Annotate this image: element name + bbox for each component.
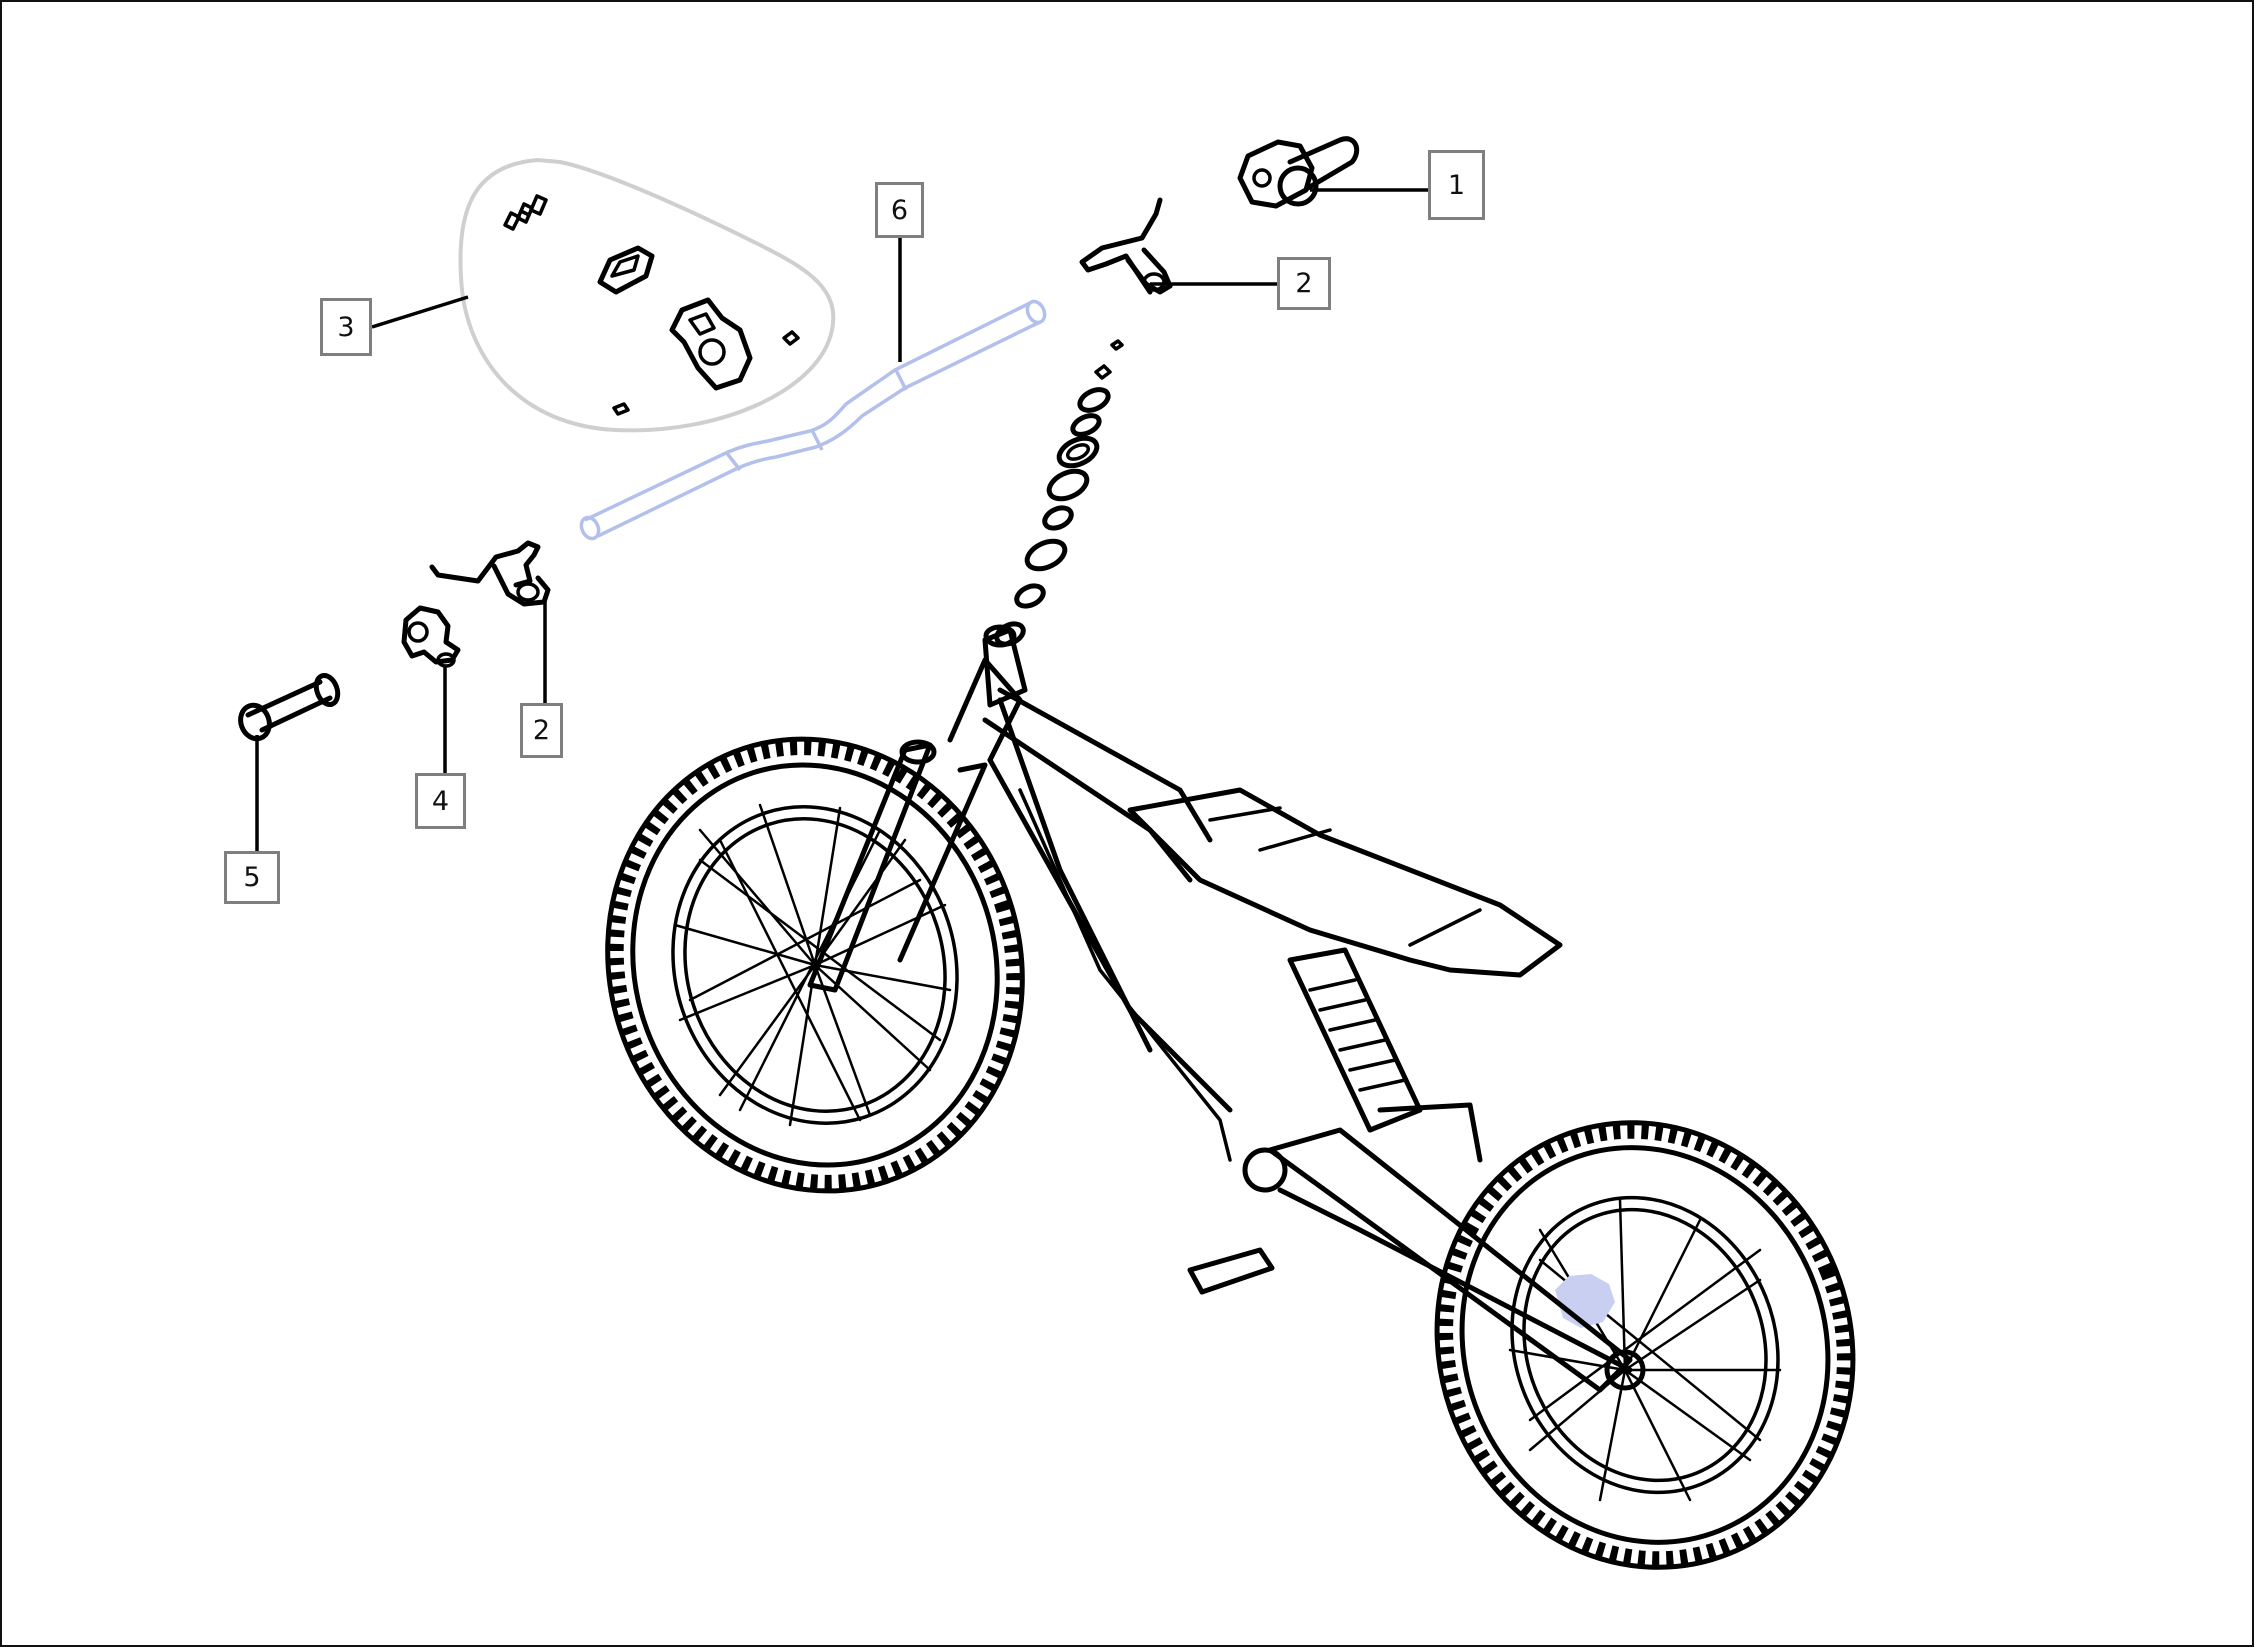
rear-hub-highlight (1555, 1274, 1615, 1328)
footpeg (1187, 1247, 1275, 1295)
kit-clamp-icon (597, 245, 655, 295)
leader-lines (255, 188, 1428, 851)
callout-6[interactable]: 6 (875, 182, 924, 238)
callout-4[interactable]: 4 (415, 773, 466, 829)
kit-stem-icon (669, 297, 753, 391)
callout-2-right[interactable]: 2 (1277, 257, 1331, 310)
headset-stack-drawing (994, 339, 1124, 647)
callout-2-left[interactable]: 2 (520, 703, 563, 758)
callout-5[interactable]: 5 (224, 851, 280, 904)
hardware-kit-group (458, 157, 836, 433)
throttle-grip-drawing (1237, 136, 1360, 209)
kit-washer-icon (612, 402, 630, 416)
front-wheel (605, 736, 1025, 1194)
rear-shock (1287, 947, 1423, 1133)
left-grip-drawing (238, 672, 341, 742)
rear-wheel (1434, 1120, 1856, 1570)
kit-nut-icon (782, 330, 800, 346)
callout-1[interactable]: 1 (1428, 150, 1485, 220)
seat (1127, 787, 1563, 978)
kit-outline (458, 157, 836, 433)
switch-housing-drawing (401, 605, 461, 668)
callout-3[interactable]: 3 (320, 298, 372, 356)
kit-screws-icon (503, 194, 548, 231)
bike-drawing (605, 624, 1856, 1570)
brake-lever-right-drawing (1079, 197, 1173, 295)
brake-lever-left-drawing (429, 540, 551, 607)
handlebar-drawing (579, 299, 1047, 541)
